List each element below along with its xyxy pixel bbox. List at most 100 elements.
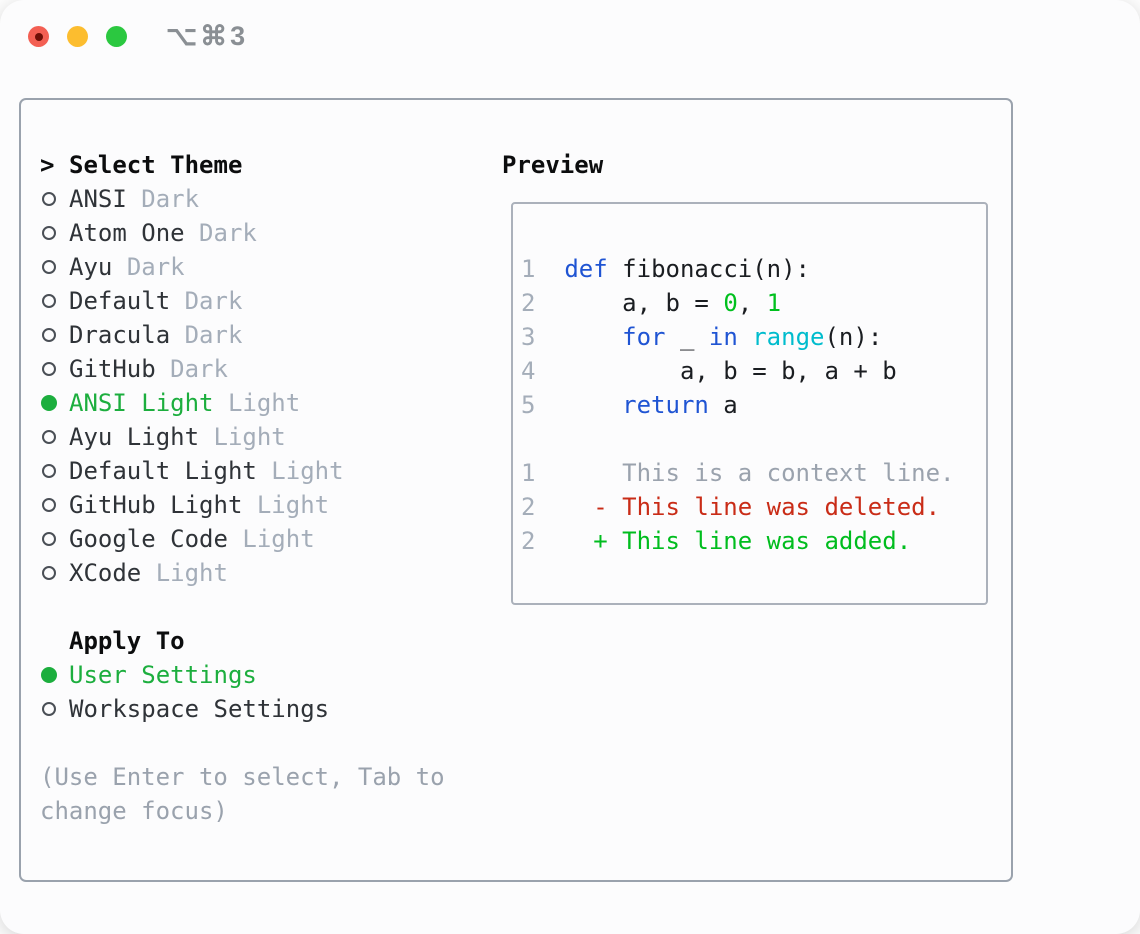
close-button[interactable] (28, 26, 49, 47)
option-label: Google Code (69, 525, 228, 553)
theme-option-default[interactable]: Default Dark (40, 284, 445, 318)
theme-option-ayu[interactable]: Ayu Dark (40, 250, 445, 284)
radio-unselected-icon (42, 532, 56, 546)
option-variant-label: Light (256, 491, 330, 519)
theme-option-dracula[interactable]: Dracula Dark (40, 318, 445, 352)
radio-unselected-icon (42, 294, 56, 308)
code-tokens: a, b = 0, 1 (564, 289, 782, 317)
radio-cell (40, 260, 69, 274)
preview-code-block: 1 def fibonacci(n): 2 a, b = 0, 1 3 for _ … (521, 252, 986, 558)
theme-option-github-light[interactable]: GitHub Light Light (40, 488, 445, 522)
radio-unselected-icon (42, 430, 56, 444)
preview-code-line: 5 return a (521, 388, 986, 422)
preview-code-line: 3 for _ in range(n): (521, 320, 986, 354)
theme-option-github[interactable]: GitHub Dark (40, 352, 445, 386)
option-variant-label: Light (242, 525, 315, 553)
titlebar-traffic-lights (28, 26, 127, 47)
theme-option-ayu-light[interactable]: Ayu Light Light (40, 420, 445, 454)
preview-code-line: 2 - This line was deleted. (521, 490, 986, 524)
apply-option-user-settings[interactable]: User Settings (40, 658, 445, 692)
code-tokens: a, b = b, a + b (564, 357, 897, 385)
option-variant-label: Dark (126, 253, 185, 281)
preview-code-line (521, 422, 986, 456)
option-variant-label: Dark (170, 355, 228, 383)
line-number: 2 (521, 493, 565, 521)
radio-cell (40, 566, 69, 580)
radio-selected-icon (41, 667, 57, 683)
option-variant-label: Dark (199, 219, 257, 247)
option-label: GitHub Light (69, 491, 243, 519)
option-variant-label: Light (213, 423, 286, 451)
preview-pane: 1 def fibonacci(n): 2 a, b = 0, 1 3 for _ … (511, 202, 988, 605)
option-label: Default (69, 287, 171, 315)
preview-code-line: 2 + This line was added. (521, 524, 986, 558)
option-variant-label: Dark (184, 287, 243, 315)
preview-code-line: 1 def fibonacci(n): (521, 252, 986, 286)
option-label: Ayu (69, 253, 113, 281)
prompt-caret: > (40, 151, 55, 179)
line-number: 1 (521, 255, 565, 283)
code-tokens: for _ in range(n): (622, 323, 883, 351)
preview-code-line: 1 This is a context line. (521, 456, 986, 490)
select-theme-header-row: >Select Theme (40, 148, 445, 182)
radio-unselected-icon (42, 362, 56, 376)
radio-cell (40, 498, 69, 512)
apply-option-workspace-settings[interactable]: Workspace Settings (40, 692, 445, 726)
help-text-line-1: (Use Enter to select, Tab to (40, 763, 445, 791)
preview-header: Preview (502, 151, 604, 179)
line-number: 3 (521, 323, 565, 351)
zoom-button[interactable] (106, 26, 127, 47)
code-tokens: This is a context line. (564, 459, 955, 487)
radio-cell (40, 395, 69, 411)
apply-to-list: User Settings Workspace Settings (40, 658, 445, 726)
spacer (40, 726, 445, 760)
theme-option-google-code[interactable]: Google Code Light (40, 522, 445, 556)
radio-unselected-icon (42, 260, 56, 274)
radio-cell (40, 532, 69, 546)
theme-option-ansi[interactable]: ANSI Dark (40, 182, 445, 216)
radio-cell (40, 226, 69, 240)
theme-option-ansi-light[interactable]: ANSI Light Light (40, 386, 445, 420)
radio-unselected-icon (42, 226, 56, 240)
radio-cell (40, 192, 69, 206)
option-label: Workspace Settings (69, 695, 330, 723)
option-label: GitHub (69, 355, 156, 383)
option-variant-label: Light (155, 559, 228, 587)
radio-unselected-icon (42, 328, 56, 342)
theme-list: ANSI Dark Atom One Dark Ayu Dark Default… (40, 182, 445, 590)
theme-option-atom-one[interactable]: Atom One Dark (40, 216, 445, 250)
apply-to-header-row: Apply To (40, 624, 445, 658)
line-number: 5 (521, 391, 565, 419)
radio-selected-icon (41, 395, 57, 411)
line-number: 4 (521, 357, 565, 385)
option-variant-label: Dark (141, 185, 200, 213)
theme-picker-panel: >Select Theme ANSI Dark Atom One Dark Ay… (19, 98, 1013, 882)
theme-option-default-light[interactable]: Default Light Light (40, 454, 445, 488)
radio-unselected-icon (42, 566, 56, 580)
option-label: User Settings (69, 661, 257, 689)
help-text-line-2: change focus) (40, 797, 228, 825)
option-variant-label: Light (227, 389, 301, 417)
radio-cell (40, 362, 69, 376)
theme-list-column: >Select Theme ANSI Dark Atom One Dark Ay… (40, 148, 445, 828)
apply-to-header: Apply To (69, 627, 185, 655)
unsaved-dot-icon (34, 32, 43, 41)
radio-cell (40, 294, 69, 308)
radio-cell (40, 464, 69, 478)
code-tokens: def fibonacci(n): (564, 255, 811, 283)
line-number: 1 (521, 459, 565, 487)
radio-unselected-icon (42, 702, 56, 716)
radio-cell (40, 667, 69, 683)
option-label: ANSI Light (69, 389, 214, 417)
theme-option-xcode[interactable]: XCode Light (40, 556, 445, 590)
option-label: Atom One (69, 219, 185, 247)
radio-cell (40, 430, 69, 444)
spacer (40, 590, 445, 624)
line-number: 2 (521, 289, 565, 317)
minimize-button[interactable] (67, 26, 88, 47)
option-variant-label: Light (271, 457, 344, 485)
preview-code-line: 4 a, b = b, a + b (521, 354, 986, 388)
code-tokens: + This line was added. (564, 527, 912, 555)
radio-unselected-icon (42, 498, 56, 512)
